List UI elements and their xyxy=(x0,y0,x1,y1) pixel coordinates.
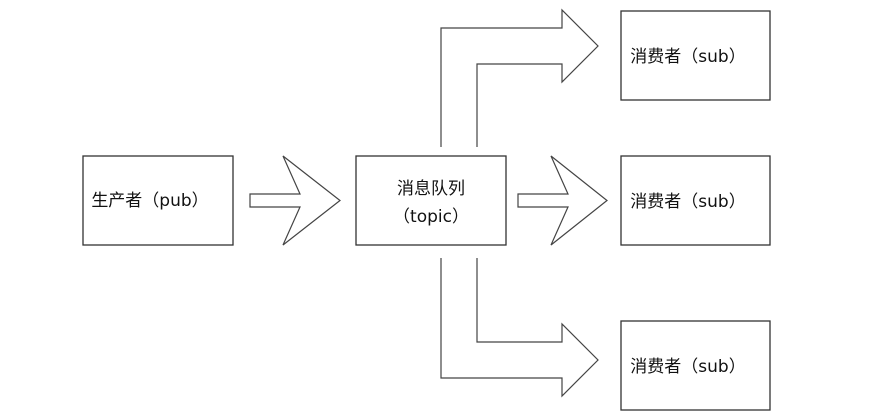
producer-label: 生产者（pub） xyxy=(91,191,208,211)
arrow-queue-to-consumer-bottom-icon xyxy=(440,258,599,398)
consumer-label-bottom: 消费者（sub） xyxy=(630,357,745,377)
queue-node: 消息队列 （topic） xyxy=(355,155,507,246)
consumer-node-middle: 消费者（sub） xyxy=(620,155,771,246)
queue-box xyxy=(355,155,507,246)
consumer-label-middle: 消费者（sub） xyxy=(630,192,745,212)
consumer-box-bottom xyxy=(620,320,771,411)
arrow-queue-to-consumer-top-icon xyxy=(440,8,599,147)
producer-node: 生产者（pub） xyxy=(82,155,234,246)
arrow-queue-to-consumer-middle-icon xyxy=(517,155,608,246)
consumer-label-top: 消费者（sub） xyxy=(630,47,745,67)
consumer-box-middle xyxy=(620,155,771,246)
producer-box xyxy=(82,155,234,246)
queue-label-line1: 消息队列 xyxy=(397,179,465,199)
consumer-node-top: 消费者（sub） xyxy=(620,10,771,101)
consumer-node-bottom: 消费者（sub） xyxy=(620,320,771,411)
consumer-box-top xyxy=(620,10,771,101)
queue-label-line2: （topic） xyxy=(393,207,469,227)
arrow-producer-to-queue-icon xyxy=(249,155,341,246)
